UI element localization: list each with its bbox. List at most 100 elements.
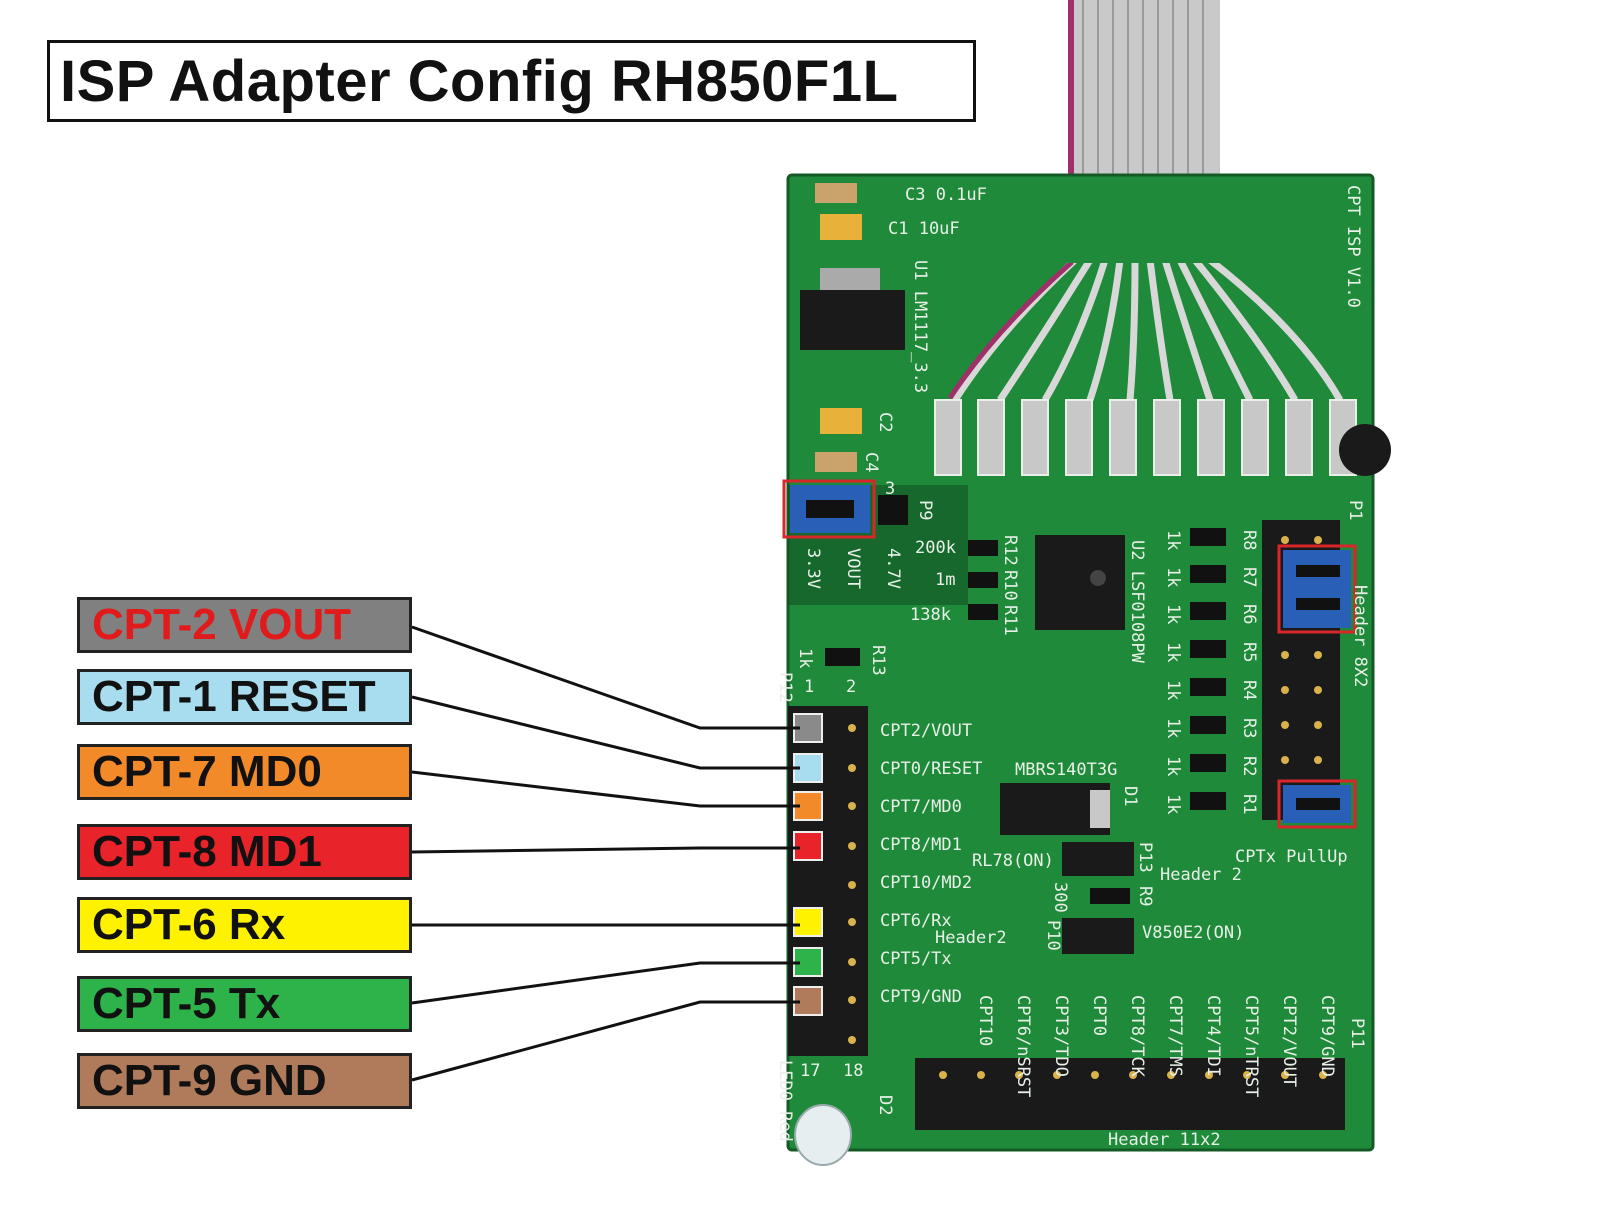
- header-11x2: [915, 1058, 1345, 1130]
- silk-header-8x2: Header 8X2: [1350, 585, 1370, 687]
- silk-p1: P1: [1345, 500, 1365, 520]
- regulator-chip: [800, 290, 905, 350]
- header-11x2-labels: CPT10 CPT6/nSRST CPT3/TDO CPT0 CPT8/TCK CPT7/…: [975, 995, 1337, 1097]
- silk-resistor-label: R7: [1239, 567, 1259, 587]
- silk-c4: C4: [861, 452, 881, 472]
- silk-r13-val: 1k: [795, 648, 815, 668]
- header-8x2-jumper-highlight-top: [1277, 544, 1357, 634]
- silk-u2: U2 LSF0108PW: [1127, 540, 1147, 664]
- page-title: ISP Adapter Config RH850F1L: [60, 48, 899, 114]
- silk-p10-header: Header2: [935, 928, 1007, 948]
- header-8x2-jumper-highlight-bottom: [1277, 779, 1357, 829]
- silk-c2: C2: [875, 412, 895, 432]
- silk-c3: C3 0.1uF: [905, 185, 987, 205]
- led-d2: [794, 1104, 852, 1166]
- silk-pin-label: CPT2/VOUT: [880, 721, 972, 741]
- silk-v850: V850E2(ON): [1142, 923, 1244, 943]
- silk-p13-header: Header 2: [1160, 865, 1242, 885]
- silk-pin-label: CPT6/Rx: [880, 911, 952, 931]
- silk-resistor-label: R5: [1239, 642, 1259, 662]
- silk-resistor-value: 1k: [1163, 567, 1183, 587]
- resistor-column: [1190, 528, 1226, 810]
- silk-resistor-value: 1k: [1163, 718, 1183, 738]
- legend-label: CPT-9 GND: [92, 1056, 327, 1105]
- legend-label: CPT-1 RESET: [92, 672, 376, 721]
- silk-bottom-label: CPT6/nSRST: [1013, 995, 1033, 1097]
- silk-resistor-label: R6: [1239, 604, 1259, 624]
- p9-jumper-highlight: [782, 479, 876, 539]
- p13-header: [1062, 842, 1134, 876]
- silk-pin-label: CPT7/MD0: [880, 797, 962, 817]
- silk-4v7: 4.7V: [883, 548, 903, 589]
- silk-resistor-label: R3: [1239, 718, 1259, 738]
- silk-3v3: 3.3V: [803, 548, 823, 589]
- silk-bottom-label: CPT0: [1089, 995, 1109, 1036]
- silk-pin-label: CPT0/RESET: [880, 759, 982, 779]
- u2-chip: [1035, 535, 1125, 630]
- silk-board-name: CPT ISP V1.0: [1343, 185, 1363, 308]
- silk-bottom-label: CPT2/VOUT: [1279, 995, 1299, 1087]
- legend-label: CPT-7 MD0: [92, 747, 322, 796]
- silk-header-11x2: Header 11x2: [1108, 1130, 1221, 1150]
- silk-cptx-pullup: CPTx PullUp: [1235, 847, 1348, 867]
- silk-bottom-label: CPT5/nTRST: [1241, 995, 1261, 1097]
- silk-led: LED0 Red: [775, 1060, 795, 1142]
- silk-r9-val: 300: [1050, 882, 1070, 913]
- silk-p11: P11: [1347, 1018, 1367, 1049]
- silk-r11: R11: [1000, 605, 1020, 636]
- silk-bottom-label: CPT7/TMS: [1165, 995, 1185, 1077]
- silk-d1-part: MBRS140T3G: [1015, 760, 1117, 780]
- silk-rl78: RL78(ON): [972, 851, 1054, 871]
- silk-resistor-label: R1: [1239, 794, 1259, 814]
- silk-resistor-value: 1k: [1163, 794, 1183, 814]
- silk-resistor-label: R4: [1239, 680, 1259, 700]
- silk-r10: R10: [1000, 570, 1020, 601]
- p10-header: [1062, 918, 1134, 954]
- silk-u1: U1 LM1117_3.3: [910, 260, 930, 393]
- silk-bottom-label: CPT9/GND: [1317, 995, 1337, 1077]
- silk-bottom-label: CPT10: [975, 995, 995, 1046]
- silk-200k: 200k: [915, 538, 956, 558]
- silk-r12: R12: [1000, 535, 1020, 566]
- silk-p9-pin3: 3: [885, 479, 895, 499]
- legend-label: CPT-5 Tx: [92, 979, 281, 1028]
- fanned-wires: [952, 257, 1344, 402]
- silk-pin-label: CPT8/MD1: [880, 835, 962, 855]
- silk-resistor-value: 1k: [1163, 604, 1183, 624]
- legend-label: CPT-8 MD1: [92, 827, 322, 876]
- silk-p12: P12: [775, 672, 795, 703]
- p12-pin-labels: CPT2/VOUTCPT0/RESETCPT7/MD0CPT8/MD1CPT10…: [880, 721, 982, 1007]
- legend-cpt1-reset: CPT-1 RESET: [77, 669, 412, 725]
- silk-d2: D2: [875, 1095, 895, 1115]
- transistor: [1339, 424, 1391, 476]
- silk-pin-label: CPT9/GND: [880, 987, 962, 1007]
- silk-p12-pin18: 18: [843, 1061, 863, 1081]
- silk-bottom-label: CPT4/TDI: [1203, 995, 1223, 1077]
- solder-pads: [934, 399, 1357, 476]
- silk-d1: D1: [1120, 786, 1140, 806]
- legend-cpt9-gnd: CPT-9 GND: [77, 1053, 412, 1109]
- silk-1m: 1m: [935, 570, 955, 590]
- legend-cpt6-rx: CPT-6 Rx: [77, 897, 412, 953]
- silk-resistor-value: 1k: [1163, 756, 1183, 776]
- silk-p13: P13: [1135, 842, 1155, 873]
- connector-lines: [411, 625, 800, 1082]
- legend-cpt7-md0: CPT-7 MD0: [77, 744, 412, 800]
- silk-p10: P10: [1043, 920, 1063, 951]
- silk-resistor-value: 1k: [1163, 530, 1183, 550]
- silk-bottom-label: CPT8/TCK: [1127, 995, 1147, 1078]
- legend-label: CPT-6 Rx: [92, 900, 286, 949]
- silk-resistor-label: R8: [1239, 530, 1259, 550]
- legend-cpt2-vout: CPT-2 VOUT: [77, 597, 412, 653]
- title-box: ISP Adapter Config RH850F1L: [47, 40, 976, 122]
- silk-bottom-label: CPT3/TDO: [1051, 995, 1071, 1077]
- legend-cpt8-md1: CPT-8 MD1: [77, 824, 412, 880]
- silk-r13: R13: [868, 645, 888, 676]
- silk-138k: 138k: [910, 605, 951, 625]
- silk-p12-pin2: 2: [846, 677, 856, 697]
- silk-r9: R9: [1135, 886, 1155, 906]
- silk-pin-label: CPT5/Tx: [880, 949, 952, 969]
- p12-pin-3: [793, 831, 823, 861]
